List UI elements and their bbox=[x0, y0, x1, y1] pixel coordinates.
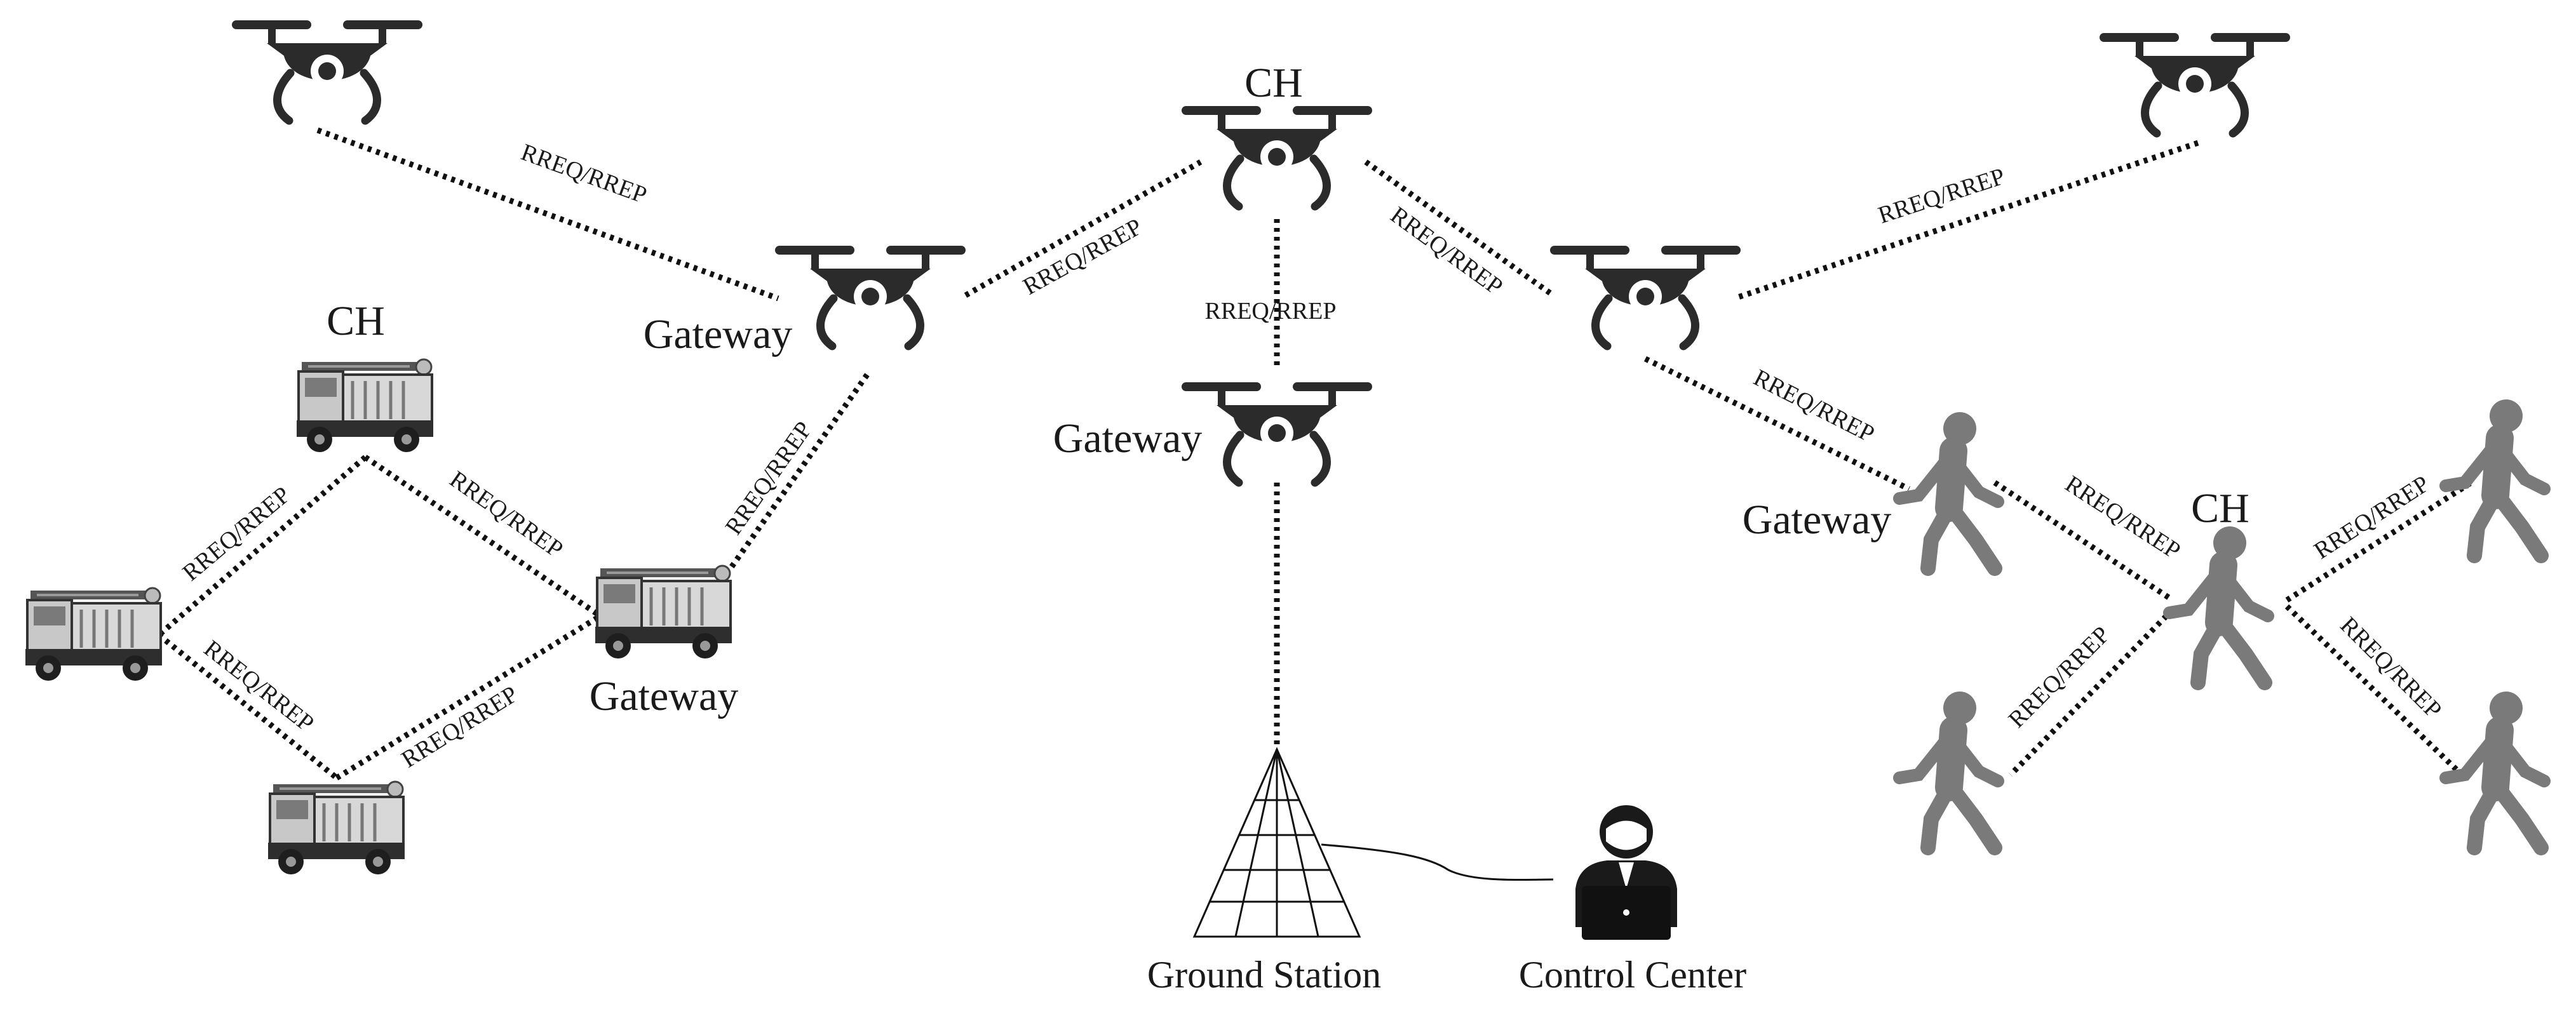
walking-person-icon bbox=[1899, 692, 1998, 848]
role-labels: CH CH CH Gateway Gateway Gateway Gateway bbox=[327, 60, 2249, 719]
link-truck-ch-left bbox=[157, 455, 367, 638]
fire-truck-icon bbox=[268, 782, 405, 874]
link-label: RREQ/RREP bbox=[1750, 364, 1878, 448]
link-label: RREQ/RREP bbox=[397, 681, 523, 773]
gateway-label-truck: Gateway bbox=[590, 673, 739, 719]
ch-label-trucks: CH bbox=[327, 298, 385, 344]
fire-truck-icon bbox=[25, 588, 162, 681]
gateway-label-person: Gateway bbox=[1743, 497, 1892, 543]
link-person-ch-bottomright bbox=[2284, 604, 2461, 774]
drone-icon bbox=[1182, 382, 1372, 483]
link-label: RREQ/RREP bbox=[1875, 163, 2008, 229]
walking-person-icon bbox=[2446, 399, 2544, 556]
ch-label-people: CH bbox=[2191, 485, 2249, 531]
operator-laptop-icon bbox=[1575, 805, 1677, 940]
link-label: RREQ/RREP bbox=[199, 635, 319, 737]
link-gateway-ch-drone bbox=[964, 159, 1203, 298]
ground-station-tower-icon bbox=[1192, 747, 1361, 938]
captions: Ground Station Control Center bbox=[1147, 954, 1746, 996]
drone-icon bbox=[2100, 33, 2290, 133]
drone-icon bbox=[1182, 106, 1372, 206]
walking-person-icon bbox=[2446, 692, 2544, 848]
link-ch-gateway-right bbox=[1364, 159, 1555, 298]
links bbox=[157, 127, 2473, 881]
drone-icon bbox=[1550, 246, 1741, 346]
link-label: RREQ/RREP bbox=[720, 417, 818, 540]
link-drone-topleft-gateway bbox=[316, 127, 779, 302]
link-label: RREQ/RREP bbox=[2003, 621, 2115, 733]
link-drone-topright-right bbox=[1733, 140, 2199, 302]
link-truck-ch-gateway bbox=[363, 455, 602, 618]
link-labels: RREQ/RREP RREQ/RREP RREQ/RREP RREQ/RREP … bbox=[178, 139, 2447, 773]
ground-station-label: Ground Station bbox=[1147, 954, 1381, 996]
walking-person-icon bbox=[2169, 526, 2268, 683]
link-truck-left-bottom bbox=[157, 632, 339, 780]
link-gateway-truck-gateway bbox=[728, 373, 870, 570]
walking-person-icon bbox=[1899, 412, 1998, 568]
gateway-label-drone-center: Gateway bbox=[1053, 415, 1203, 462]
nodes bbox=[25, 20, 2544, 940]
control-center-label: Control Center bbox=[1519, 954, 1746, 996]
link-label: RREQ/RREP bbox=[2060, 471, 2185, 565]
link-label: RREQ/RREP bbox=[445, 466, 568, 563]
drone-icon bbox=[232, 20, 422, 121]
link-person-ch-topright bbox=[2285, 480, 2473, 603]
fire-truck-icon bbox=[297, 359, 433, 452]
ch-label-top: CH bbox=[1244, 60, 1303, 106]
drone-icon bbox=[775, 246, 966, 346]
cable-ground-control bbox=[1321, 843, 1554, 881]
gateway-label-drone-left: Gateway bbox=[644, 311, 793, 358]
link-label: RREQ/RREP bbox=[1205, 298, 1337, 324]
fire-truck-icon bbox=[595, 566, 732, 658]
link-truck-bottom-gateway bbox=[335, 613, 602, 780]
link-label: RREQ/RREP bbox=[518, 139, 651, 209]
link-person-ch-bottomleft bbox=[2008, 607, 2175, 777]
